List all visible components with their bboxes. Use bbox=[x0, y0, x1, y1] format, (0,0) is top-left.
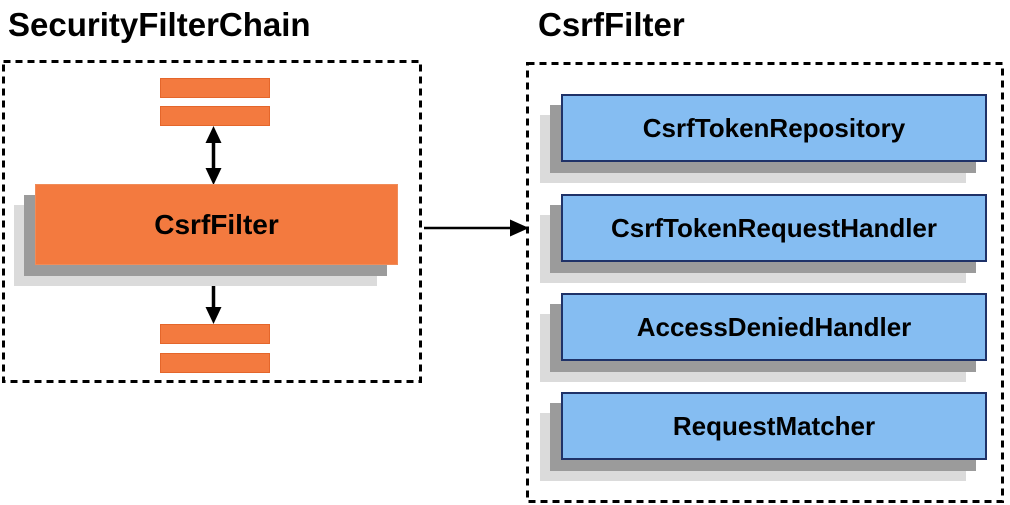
filter-bar-bottom-2 bbox=[160, 353, 270, 373]
filter-bar-top-2 bbox=[160, 106, 270, 126]
component-label: RequestMatcher bbox=[672, 410, 876, 441]
right-panel-title: CsrfFilter bbox=[538, 6, 685, 43]
filter-bar-top-1 bbox=[160, 78, 270, 98]
upper-bidirectional-arrow-icon bbox=[205, 126, 222, 185]
component-box-request-matcher: RequestMatcher bbox=[561, 392, 987, 460]
component-label: CsrfTokenRepository bbox=[642, 112, 906, 143]
left-panel-title: SecurityFilterChain bbox=[8, 6, 311, 43]
component-label: AccessDeniedHandler bbox=[636, 311, 912, 342]
component-box-csrf-token-repository: CsrfTokenRepository bbox=[561, 94, 987, 162]
security-filter-chain-dashed-box bbox=[2, 60, 422, 383]
csrf-filter-box-label: CsrfFilter bbox=[154, 208, 279, 240]
component-box-csrf-token-request-handler: CsrfTokenRequestHandler bbox=[561, 194, 987, 262]
csrf-filter-box: CsrfFilter bbox=[35, 184, 398, 265]
component-box-access-denied-handler: AccessDeniedHandler bbox=[561, 293, 987, 361]
right-arrow-icon bbox=[424, 219, 529, 237]
filter-bar-bottom-1 bbox=[160, 324, 270, 344]
component-label: CsrfTokenRequestHandler bbox=[610, 212, 938, 243]
lower-bidirectional-arrow-icon bbox=[205, 265, 222, 324]
